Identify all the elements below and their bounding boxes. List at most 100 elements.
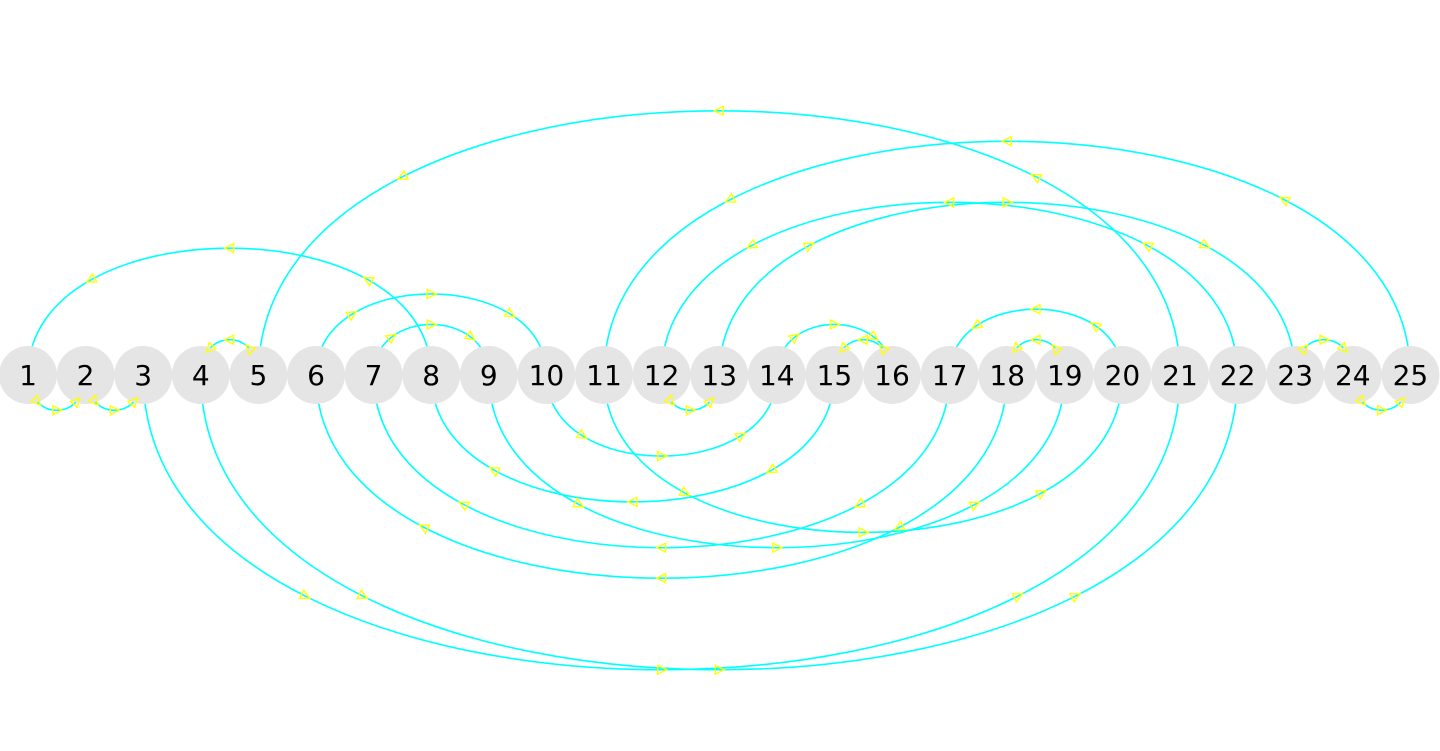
node-14: 14 bbox=[747, 346, 806, 404]
node-20: 20 bbox=[1093, 346, 1152, 404]
node-22: 22 bbox=[1208, 346, 1267, 404]
node-circle bbox=[1035, 346, 1094, 404]
node-17: 17 bbox=[920, 346, 979, 404]
arc-3-21 bbox=[142, 374, 1181, 671]
arrow-marker-18-6-2 bbox=[418, 524, 431, 535]
node-4: 4 bbox=[171, 346, 230, 404]
arrow-marker-18-6-0 bbox=[893, 520, 906, 531]
arrow-marker-16-15-0 bbox=[878, 343, 891, 356]
arrow-marker-14-16-2 bbox=[866, 329, 880, 342]
arrow-marker-1-2-0 bbox=[29, 394, 42, 407]
node-label: 7 bbox=[365, 359, 383, 392]
arc-15-8 bbox=[430, 374, 836, 503]
arc-10-14 bbox=[545, 374, 778, 457]
node-circle bbox=[1323, 346, 1382, 404]
node-8: 8 bbox=[402, 346, 461, 404]
node-label: 24 bbox=[1335, 359, 1371, 392]
node-circle bbox=[575, 346, 633, 404]
arc-18-6 bbox=[315, 374, 1008, 579]
node-circle bbox=[459, 346, 518, 404]
arrow-marker-5-4-0 bbox=[244, 343, 257, 356]
node-circle bbox=[287, 346, 345, 404]
arrow-marker-20-17-0 bbox=[1089, 321, 1103, 333]
arc-25-11 bbox=[603, 140, 1412, 376]
node-label: 8 bbox=[422, 359, 440, 392]
node-label: 15 bbox=[817, 359, 853, 392]
arc-11-20 bbox=[603, 374, 1124, 534]
arrow-marker-16-15-2 bbox=[838, 341, 851, 354]
node-circle bbox=[229, 346, 288, 404]
arrow-marker-7-9-0 bbox=[384, 333, 397, 345]
arrow-marker-24-25-0 bbox=[1354, 394, 1367, 407]
node-label: 5 bbox=[249, 359, 267, 392]
arc-4-22 bbox=[200, 374, 1239, 671]
arrow-marker-13-23-0 bbox=[802, 242, 815, 253]
node-circle bbox=[978, 346, 1037, 404]
arrow-marker-14-16-0 bbox=[787, 333, 800, 345]
arrow-marker-11-20-1 bbox=[858, 526, 870, 539]
node-10: 10 bbox=[517, 346, 576, 404]
arrow-marker-2-3-0 bbox=[87, 394, 100, 407]
node-5: 5 bbox=[229, 346, 288, 404]
arrow-marker-21-5-1 bbox=[712, 105, 724, 117]
arrow-marker-23-24-0 bbox=[1296, 343, 1309, 356]
arrow-marker-17-7-1 bbox=[655, 542, 667, 554]
arrow-marker-24-25-1 bbox=[1376, 404, 1389, 416]
node-19: 19 bbox=[1035, 346, 1094, 404]
arrow-marker-9-19-1 bbox=[772, 542, 784, 554]
arrow-marker-6-10-0 bbox=[345, 310, 358, 322]
node-circle bbox=[805, 346, 864, 404]
arrow-marker-13-23-1 bbox=[1002, 196, 1014, 208]
arrow-marker-4-22-0 bbox=[356, 588, 369, 600]
arrow-marker-9-19-0 bbox=[572, 497, 585, 508]
arrow-marker-7-9-1 bbox=[426, 318, 438, 331]
node-circle bbox=[402, 346, 461, 404]
node-23: 23 bbox=[1266, 346, 1325, 404]
arrow-marker-14-16-1 bbox=[829, 318, 841, 331]
node-6: 6 bbox=[287, 346, 345, 404]
node-circle bbox=[114, 346, 173, 404]
node-circle bbox=[920, 346, 979, 404]
arrow-marker-10-14-1 bbox=[656, 450, 669, 462]
arrows-layer bbox=[29, 105, 1406, 676]
node-15: 15 bbox=[805, 346, 864, 404]
node-label: 13 bbox=[701, 359, 737, 392]
node-label: 14 bbox=[759, 359, 795, 392]
node-circle bbox=[171, 346, 230, 404]
node-13: 13 bbox=[690, 346, 749, 404]
arc-21-5 bbox=[257, 110, 1181, 376]
arrow-marker-1-2-2 bbox=[69, 396, 82, 409]
node-circle bbox=[517, 346, 576, 404]
node-label: 11 bbox=[586, 359, 622, 392]
arrow-marker-21-5-2 bbox=[396, 169, 410, 180]
arrow-marker-17-7-0 bbox=[853, 497, 867, 508]
arrow-marker-19-18-0 bbox=[1051, 343, 1064, 356]
node-25: 25 bbox=[1381, 346, 1440, 404]
node-label: 6 bbox=[307, 359, 325, 392]
node-circle bbox=[690, 346, 749, 404]
arrow-marker-15-8-2 bbox=[488, 466, 502, 478]
arrow-marker-9-19-2 bbox=[968, 501, 981, 512]
arrow-marker-8-1-2 bbox=[85, 272, 98, 284]
arrow-marker-2-3-2 bbox=[126, 396, 139, 409]
arrow-marker-18-6-1 bbox=[655, 572, 667, 584]
node-label: 22 bbox=[1220, 359, 1256, 392]
node-circle bbox=[1151, 346, 1209, 404]
arrow-marker-25-11-2 bbox=[724, 192, 737, 203]
arrow-marker-15-8-0 bbox=[765, 462, 779, 474]
node-label: 23 bbox=[1277, 359, 1313, 392]
arrow-marker-5-4-1 bbox=[223, 334, 235, 346]
node-label: 16 bbox=[874, 359, 910, 392]
node-1: 1 bbox=[0, 346, 57, 404]
arc-20-17 bbox=[948, 308, 1124, 376]
arc-22-12 bbox=[660, 201, 1239, 376]
node-circle bbox=[1093, 346, 1152, 404]
arrow-marker-16-15-1 bbox=[856, 334, 868, 346]
arrow-marker-21-5-0 bbox=[1030, 173, 1043, 184]
node-label: 2 bbox=[77, 359, 95, 392]
arrow-marker-12-13-2 bbox=[702, 396, 715, 409]
arrow-marker-12-13-0 bbox=[663, 394, 676, 407]
arrow-marker-19-18-1 bbox=[1029, 334, 1041, 346]
node-label: 10 bbox=[529, 359, 565, 392]
arrow-marker-10-14-0 bbox=[575, 428, 588, 440]
